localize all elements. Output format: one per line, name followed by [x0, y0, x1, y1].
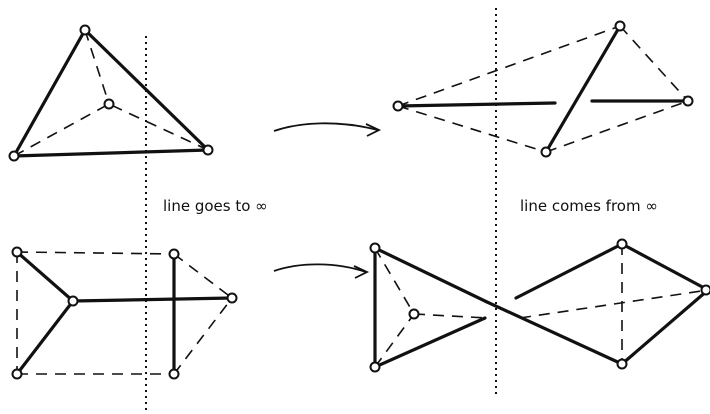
- hidden-edge: [413, 313, 488, 319]
- hidden-edge: [108, 103, 209, 151]
- hidden-edge: [519, 289, 709, 319]
- vertex: [202, 144, 214, 156]
- edge: [12, 28, 87, 158]
- edge: [620, 288, 710, 366]
- hidden-edge: [16, 251, 175, 255]
- vertex: [369, 361, 381, 373]
- label-line-goes-to-infinity: line goes to ∞: [163, 197, 268, 215]
- vertex: [67, 295, 79, 307]
- arrowhead: [365, 123, 382, 137]
- vertex: [103, 98, 115, 110]
- vertex: [614, 20, 626, 32]
- vertex: [168, 248, 180, 260]
- label-line-comes-from-infinity: line comes from ∞: [520, 197, 658, 215]
- vertex: [11, 246, 23, 258]
- vertex: [11, 368, 23, 380]
- edge: [544, 24, 622, 154]
- edge: [12, 148, 210, 158]
- arrow-curve: [273, 263, 367, 273]
- top-right-figure: [392, 20, 694, 158]
- edge: [71, 296, 234, 303]
- vertex: [540, 146, 552, 158]
- vertex: [616, 238, 628, 250]
- vertex: [408, 308, 420, 320]
- vertex: [8, 150, 20, 162]
- edge: [396, 101, 557, 108]
- hidden-edge: [397, 25, 621, 107]
- hidden-edge: [397, 105, 547, 153]
- edge: [620, 242, 710, 292]
- bottom-arrow: [273, 263, 370, 279]
- vertex: [700, 284, 710, 296]
- vertex: [369, 242, 381, 254]
- hidden-edge: [374, 247, 415, 315]
- hidden-edge: [374, 313, 415, 368]
- vertex: [392, 100, 404, 112]
- top-left-figure: [8, 24, 214, 162]
- top-arrow: [273, 122, 382, 137]
- edge: [373, 246, 489, 304]
- hidden-edge: [619, 25, 689, 102]
- vertex: [79, 24, 91, 36]
- bottom-left-figure: [11, 246, 238, 380]
- arrow-curve: [273, 122, 379, 132]
- hidden-edge: [173, 297, 233, 375]
- edge: [15, 299, 75, 376]
- vertex: [682, 95, 694, 107]
- hidden-edge: [545, 100, 689, 153]
- vertex: [616, 358, 628, 370]
- hidden-edge: [173, 253, 233, 299]
- vertex: [226, 292, 238, 304]
- arrowhead: [353, 265, 370, 279]
- edge: [15, 250, 75, 303]
- edge: [514, 242, 624, 300]
- edge: [485, 300, 624, 366]
- hidden-edge: [84, 29, 110, 105]
- edge: [83, 28, 210, 152]
- vertex: [168, 368, 180, 380]
- bottom-right-figure: [369, 238, 710, 373]
- edge: [373, 316, 487, 369]
